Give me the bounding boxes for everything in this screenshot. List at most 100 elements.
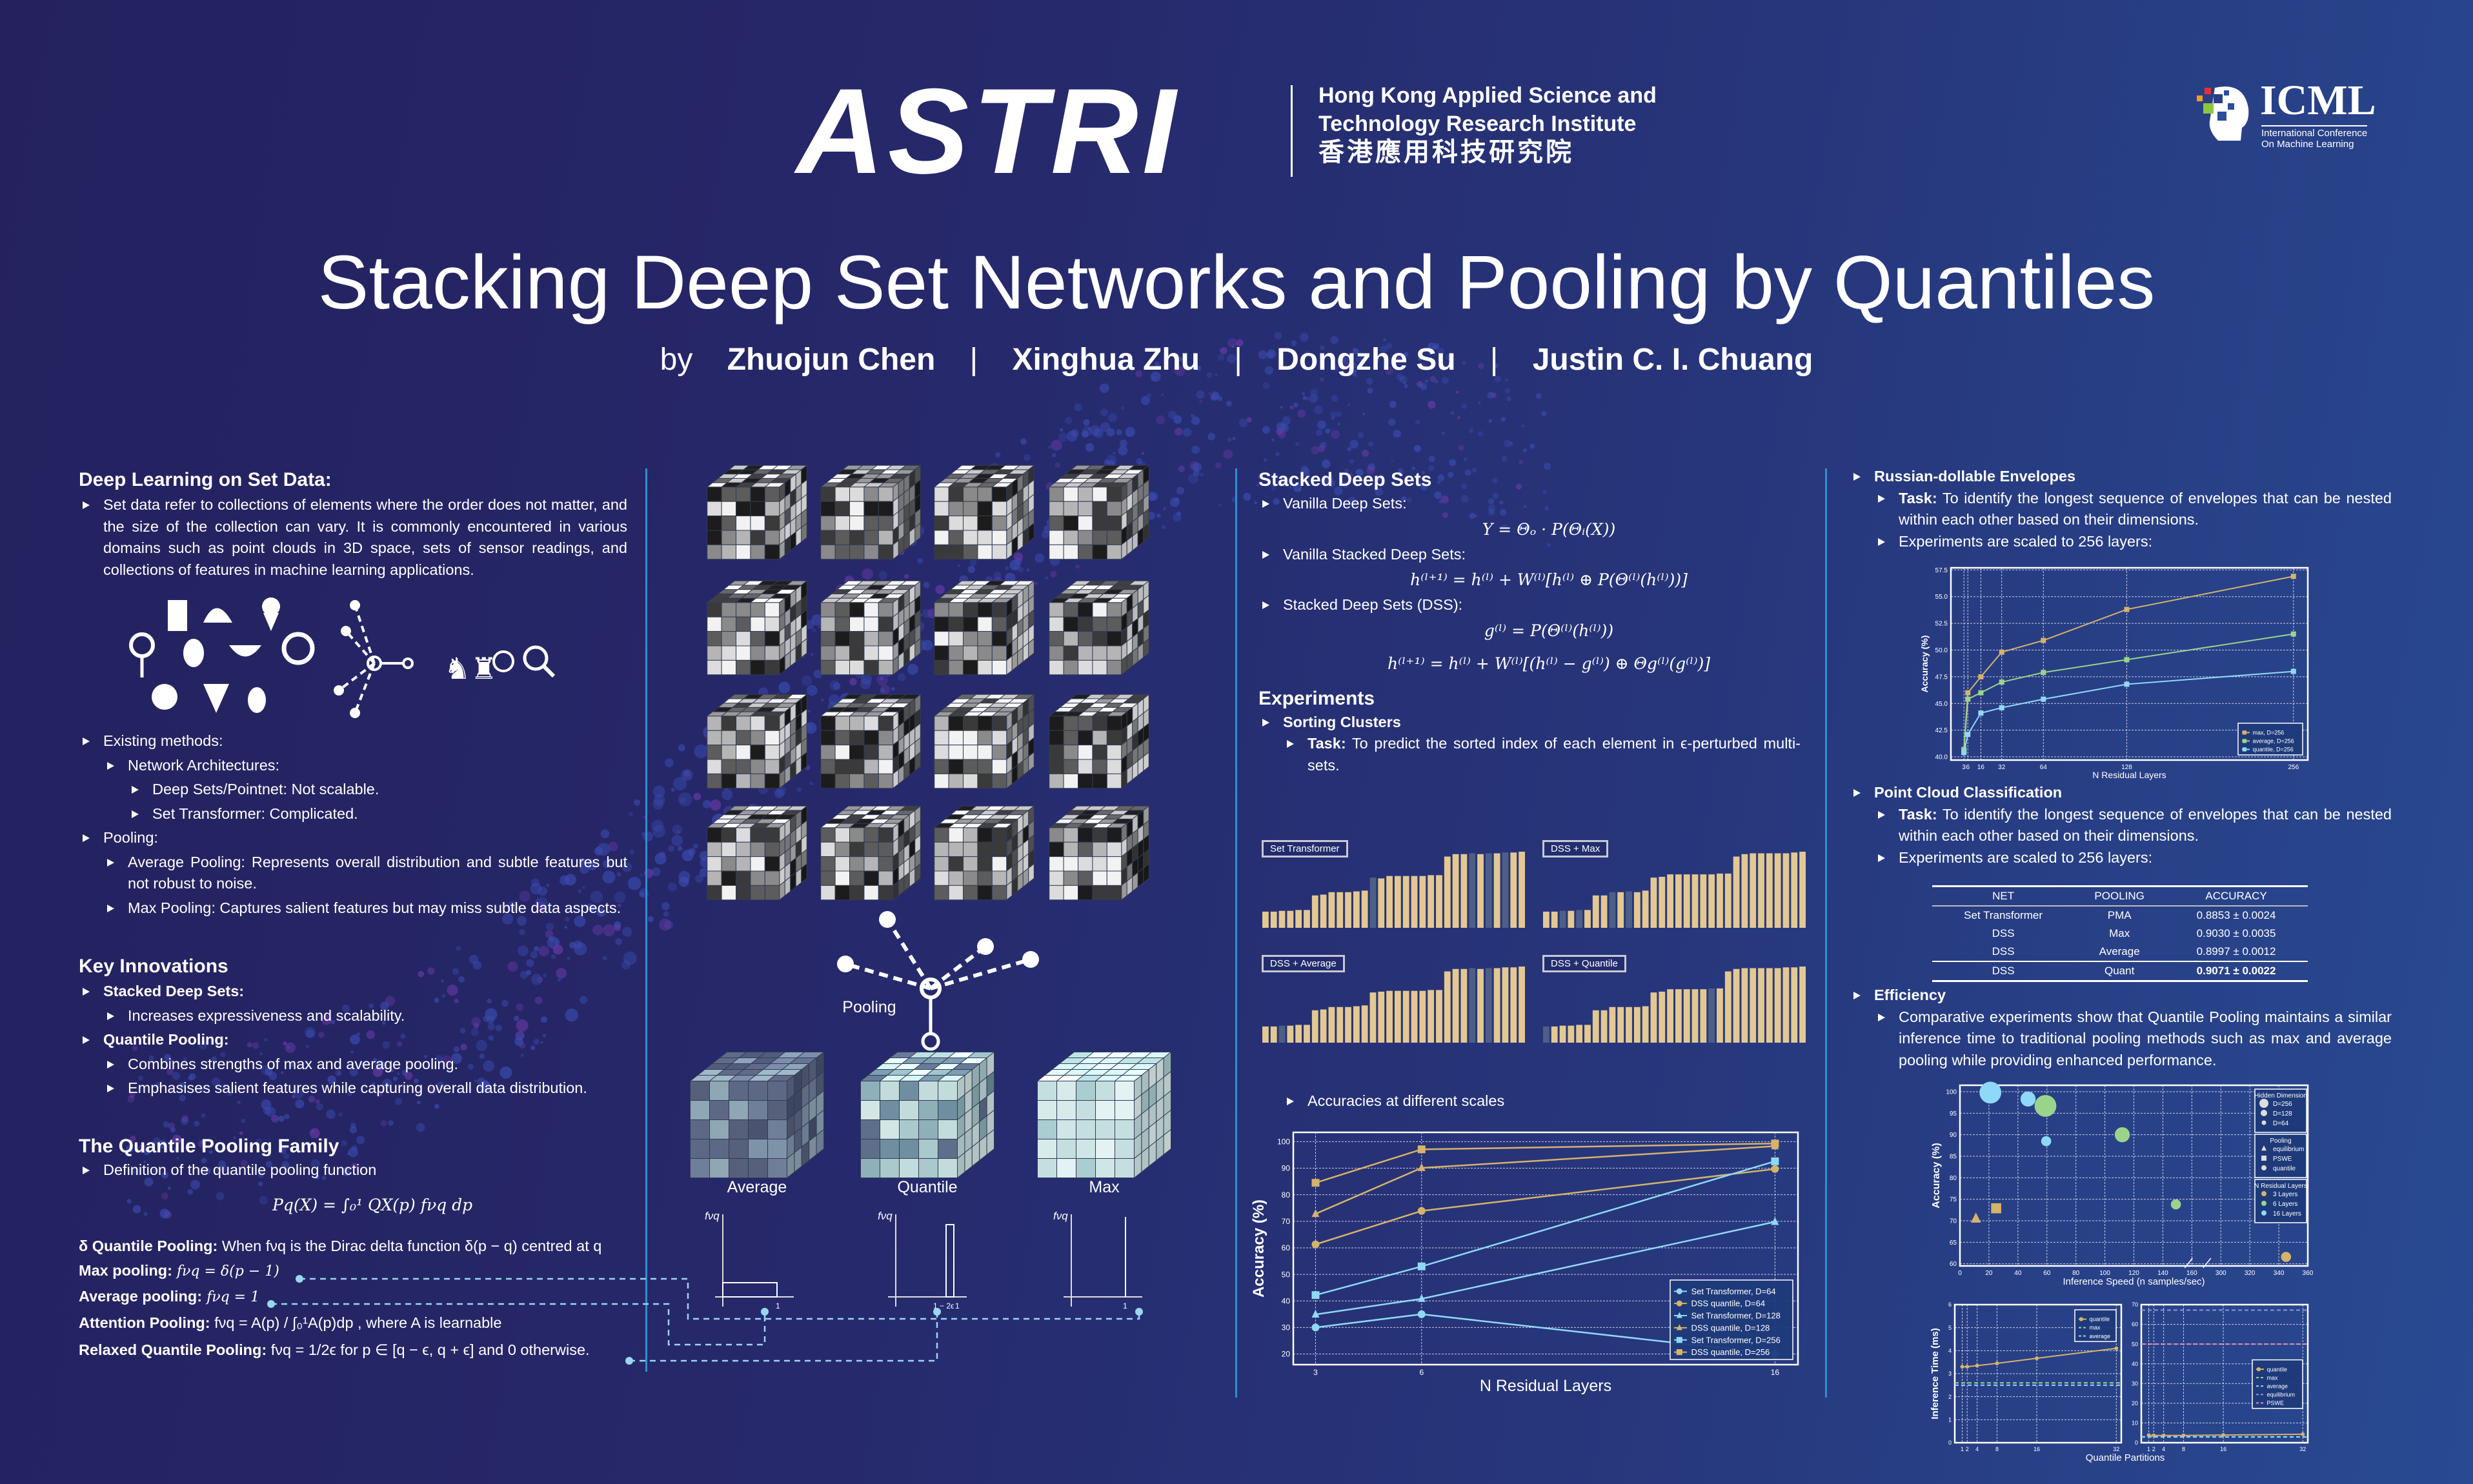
background-dot <box>1441 377 1449 385</box>
background-dot <box>1246 417 1252 423</box>
background-dot <box>1519 523 1527 530</box>
voxel-cube <box>706 580 808 676</box>
bar <box>1295 910 1302 928</box>
x-tick-label: 0 <box>1958 1270 1962 1277</box>
cube-cell <box>1013 694 1035 699</box>
background-dot <box>1460 495 1469 503</box>
cube-cell <box>748 1158 768 1178</box>
background-dot <box>809 781 814 785</box>
background-dot <box>283 1041 287 1046</box>
cube-cell <box>1106 645 1122 661</box>
background-dot <box>1519 460 1524 465</box>
def-label: Attention Pooling: <box>79 1314 210 1331</box>
bullet-item: Set data refer to collections of element… <box>79 494 627 581</box>
background-dot <box>349 1067 359 1077</box>
y-tick-label: 40.0 <box>1935 754 1948 761</box>
y-tick-label: 42.5 <box>1935 727 1948 734</box>
cube-cell <box>849 745 865 760</box>
background-dot <box>1318 445 1326 452</box>
bar <box>1741 968 1748 1043</box>
background-dot <box>574 916 586 927</box>
background-dot <box>1446 354 1453 361</box>
bullet-item: Combines strengths of max and average po… <box>103 1054 627 1076</box>
background-dot <box>907 663 918 675</box>
cube-cell <box>1115 1081 1135 1101</box>
bar <box>1724 873 1731 928</box>
bar <box>1369 992 1377 1043</box>
x-tick-label: 64 <box>2040 764 2048 771</box>
background-dot <box>1207 432 1216 441</box>
background-dot <box>1544 463 1551 470</box>
cube-cell <box>1078 631 1093 647</box>
cube-cell <box>1063 841 1079 857</box>
background-dot <box>1147 512 1156 520</box>
data-point <box>2041 670 2046 676</box>
cube-cell <box>878 501 894 517</box>
cube-cell <box>736 716 751 731</box>
background-dot <box>587 858 594 865</box>
voxel-cube <box>933 805 1035 901</box>
cube-cell <box>878 856 894 872</box>
background-dot <box>1477 363 1484 370</box>
cube-cell <box>721 486 737 502</box>
bar <box>1559 1025 1566 1043</box>
background-dot <box>1161 525 1166 530</box>
ice-cream-icon <box>262 597 280 616</box>
cube-cell <box>834 631 851 647</box>
background-dot <box>170 1127 176 1133</box>
background-dot <box>1333 486 1343 496</box>
cube-cell <box>764 544 780 560</box>
cube-cell <box>767 1100 787 1120</box>
legend-label: Set Transformer, D=256 <box>1691 1335 1781 1345</box>
y-tick-label: 60 <box>1282 1243 1291 1252</box>
cube-cell <box>963 602 978 617</box>
bar <box>1320 1009 1327 1043</box>
background-dot <box>1174 497 1180 503</box>
background-dot <box>1492 492 1499 499</box>
background-dot <box>1293 402 1298 408</box>
cube-cell <box>849 885 865 901</box>
background-dot <box>652 785 665 798</box>
max-cube-label: Max <box>1089 1178 1120 1196</box>
bar <box>1345 892 1351 928</box>
cube-cell <box>1049 516 1064 531</box>
cube-cell <box>736 827 751 843</box>
cube-cell <box>1095 1100 1115 1120</box>
cube-cell <box>1078 645 1093 661</box>
background-dot <box>778 681 791 694</box>
background-dot <box>917 557 924 564</box>
background-dot <box>1330 411 1337 418</box>
cube-cell <box>938 1100 958 1120</box>
background-dot <box>668 845 675 852</box>
task-label: Task: <box>1307 735 1346 752</box>
cube-cell <box>1013 580 1035 586</box>
watermelon-icon <box>229 645 261 657</box>
legend-label: 3 Layers <box>2273 1191 2297 1198</box>
background-dot <box>542 1034 547 1038</box>
cube-cell <box>1078 885 1093 901</box>
cube-cell <box>977 856 993 872</box>
cube-cell <box>934 773 949 789</box>
background-dot <box>148 1055 154 1061</box>
marker-square <box>2242 747 2247 752</box>
legend-title: Pooling <box>2270 1138 2291 1145</box>
background-dot <box>1302 396 1307 400</box>
background-dot <box>1208 392 1211 396</box>
background-dot <box>546 883 550 887</box>
background-dot <box>640 874 643 877</box>
bar-misplaced <box>1469 968 1476 1043</box>
background-dot <box>233 1136 236 1139</box>
background-dot <box>1083 419 1090 426</box>
series-line <box>1315 1168 1775 1245</box>
background-dot <box>321 1175 327 1180</box>
cube-cell <box>991 827 1007 843</box>
cube-cell <box>878 716 894 731</box>
bar <box>1262 1026 1269 1043</box>
y-tick-label: 75 <box>1950 1196 1957 1203</box>
background-dot <box>1035 553 1045 563</box>
cube-cell <box>1106 870 1122 886</box>
background-dot <box>144 1177 154 1187</box>
cube-cell <box>764 602 780 617</box>
bar <box>1700 989 1707 1043</box>
cube-cell <box>860 1119 880 1139</box>
